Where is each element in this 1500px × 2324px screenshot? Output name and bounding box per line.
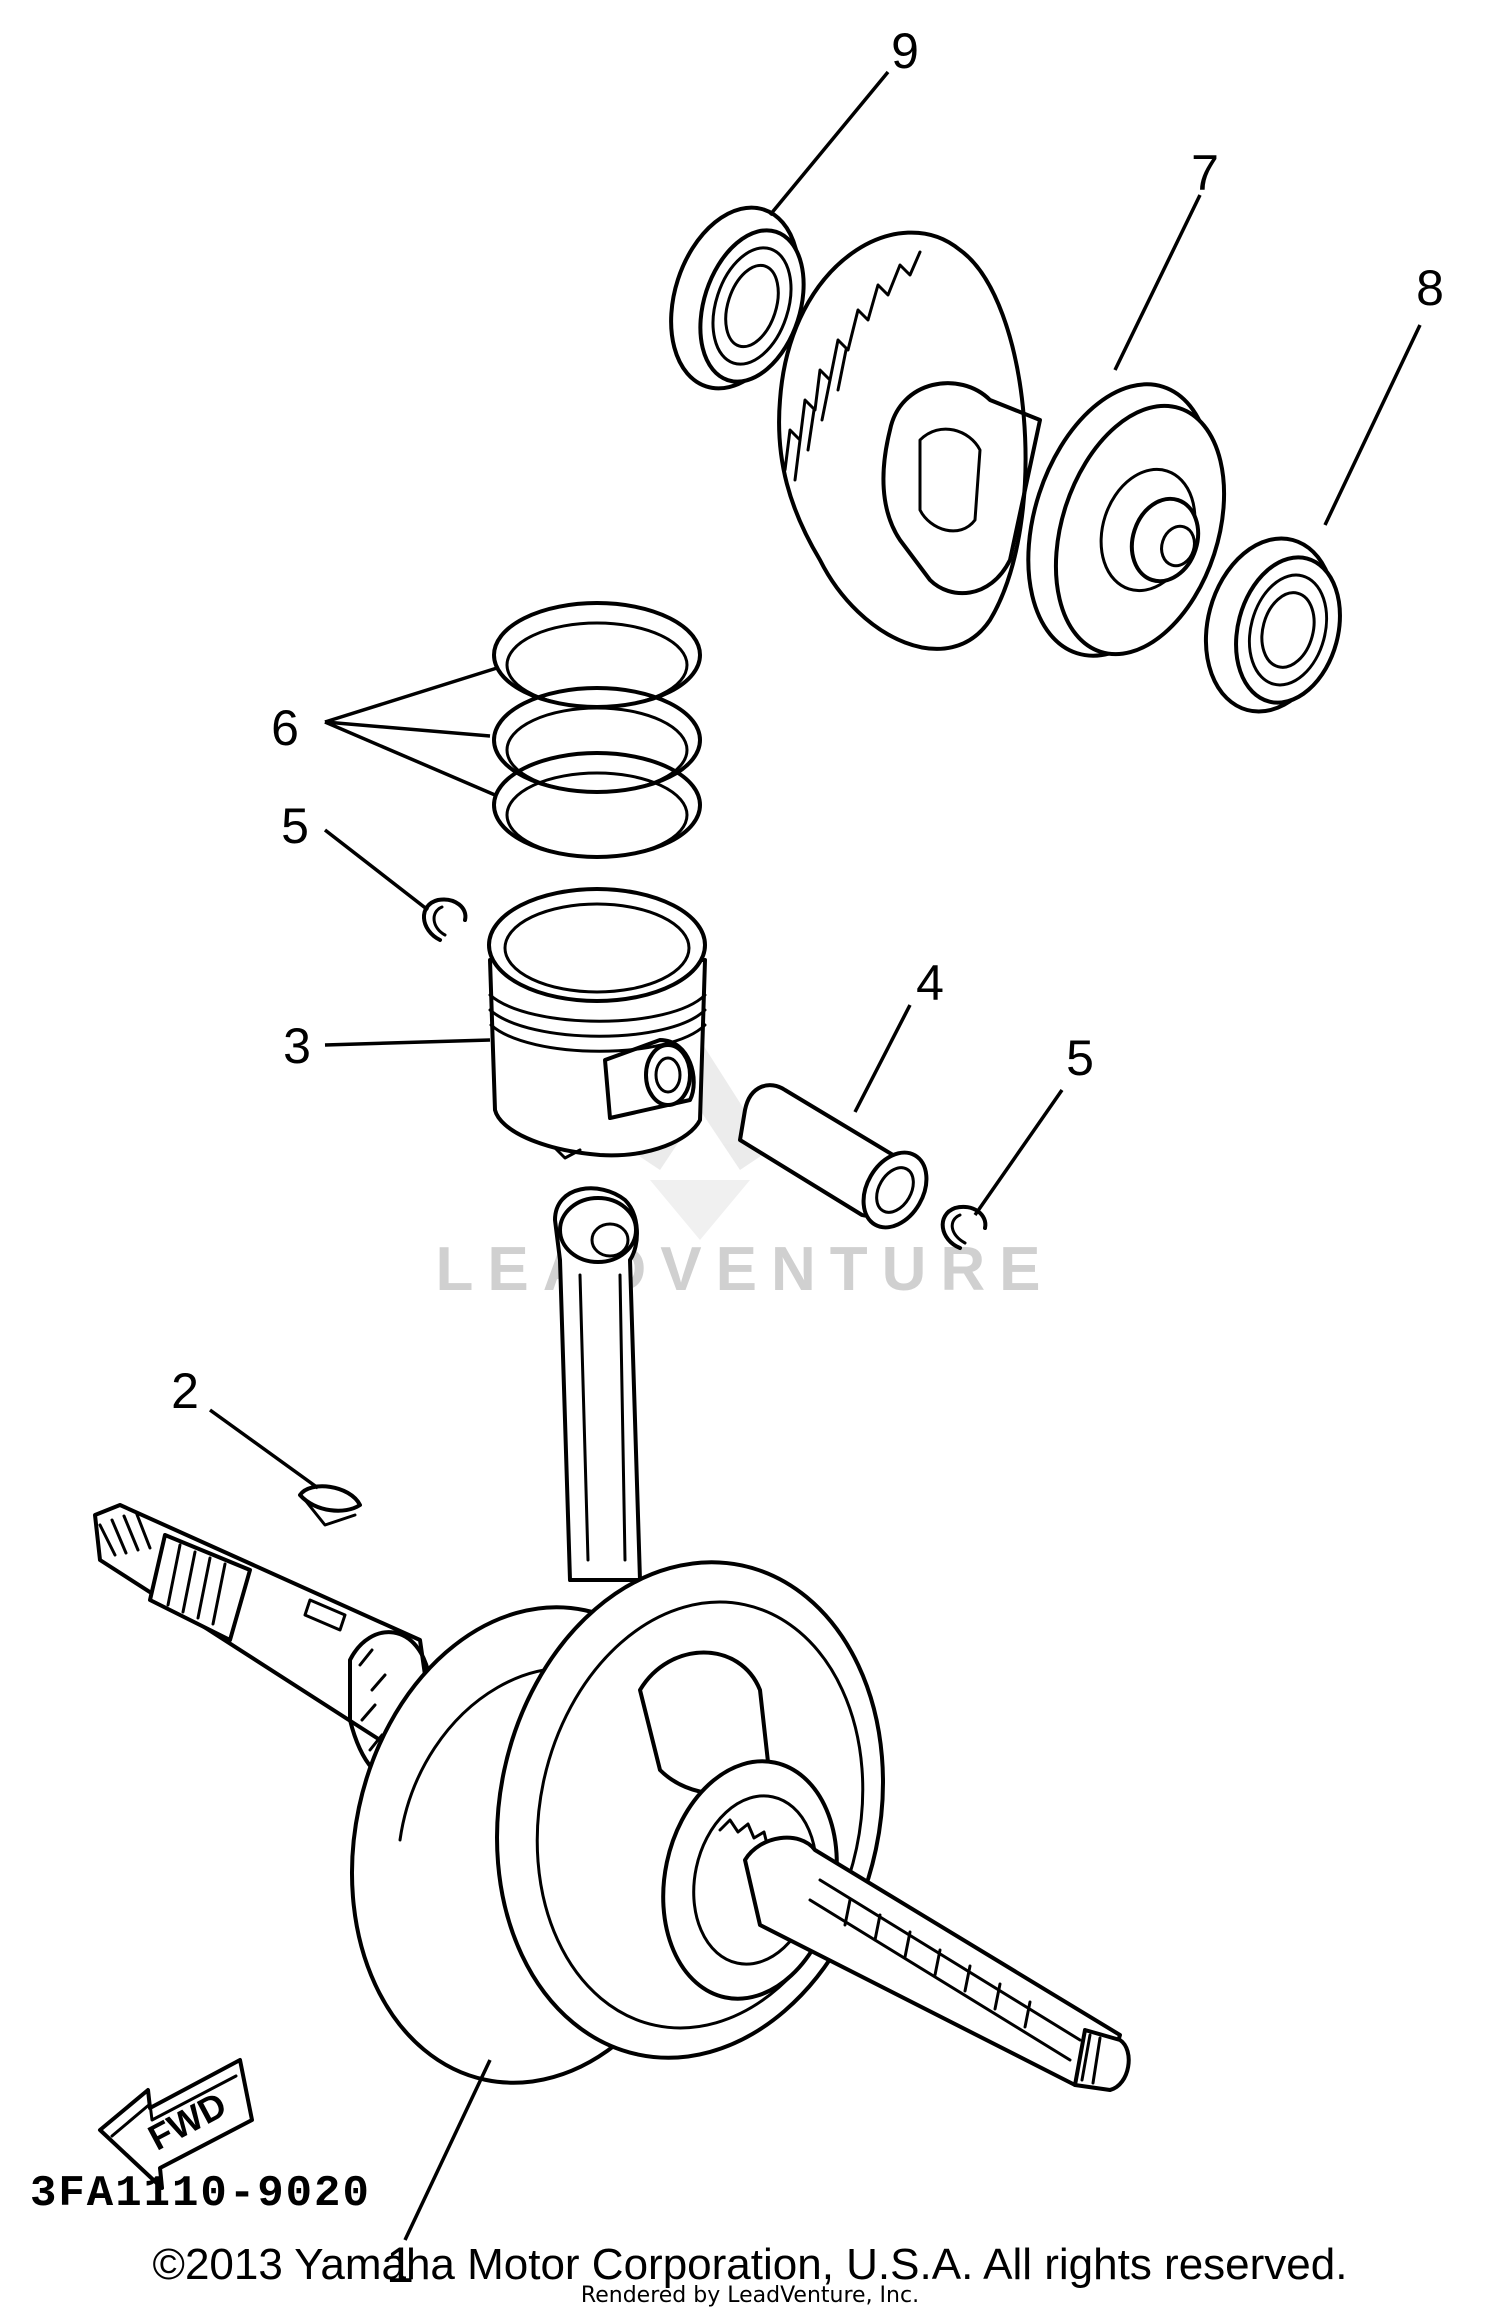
rendered-by-credit: Rendered by LeadVenture, Inc.	[580, 2283, 920, 2308]
woodruff-key-part-2	[298, 1484, 362, 1527]
bearing-part-8	[1203, 536, 1342, 714]
leader-lines	[208, 70, 1422, 2241]
callout-8: 8	[1416, 260, 1444, 316]
callout-6: 6	[271, 700, 299, 756]
circlip-part-5-right	[940, 1204, 988, 1250]
callout-4: 4	[916, 955, 944, 1011]
diagram-code: 3FA1110-9020	[30, 2169, 371, 2219]
callout-1: 1	[386, 2237, 414, 2293]
circlip-part-5-left	[422, 897, 468, 942]
callout-7: 7	[1191, 145, 1219, 201]
piston-pin-part-4	[738, 1083, 929, 1230]
piston-part-3	[487, 887, 707, 1160]
callout-5-right: 5	[1066, 1030, 1094, 1086]
callout-3: 3	[283, 1018, 311, 1074]
callout-2: 2	[171, 1363, 199, 1419]
copyright-notice: ©2013 Yamaha Motor Corporation, U.S.A. A…	[152, 2240, 1348, 2289]
watermark-text: LEADVENTURE	[435, 1235, 1054, 1304]
piston-rings-part-6	[492, 601, 702, 859]
crankshaft-part-1	[93, 1186, 1131, 2092]
bearing-part-9	[669, 205, 806, 391]
callout-5-left: 5	[281, 798, 309, 854]
balancer-shaft-part-7	[777, 230, 1227, 658]
callout-9: 9	[891, 23, 919, 79]
